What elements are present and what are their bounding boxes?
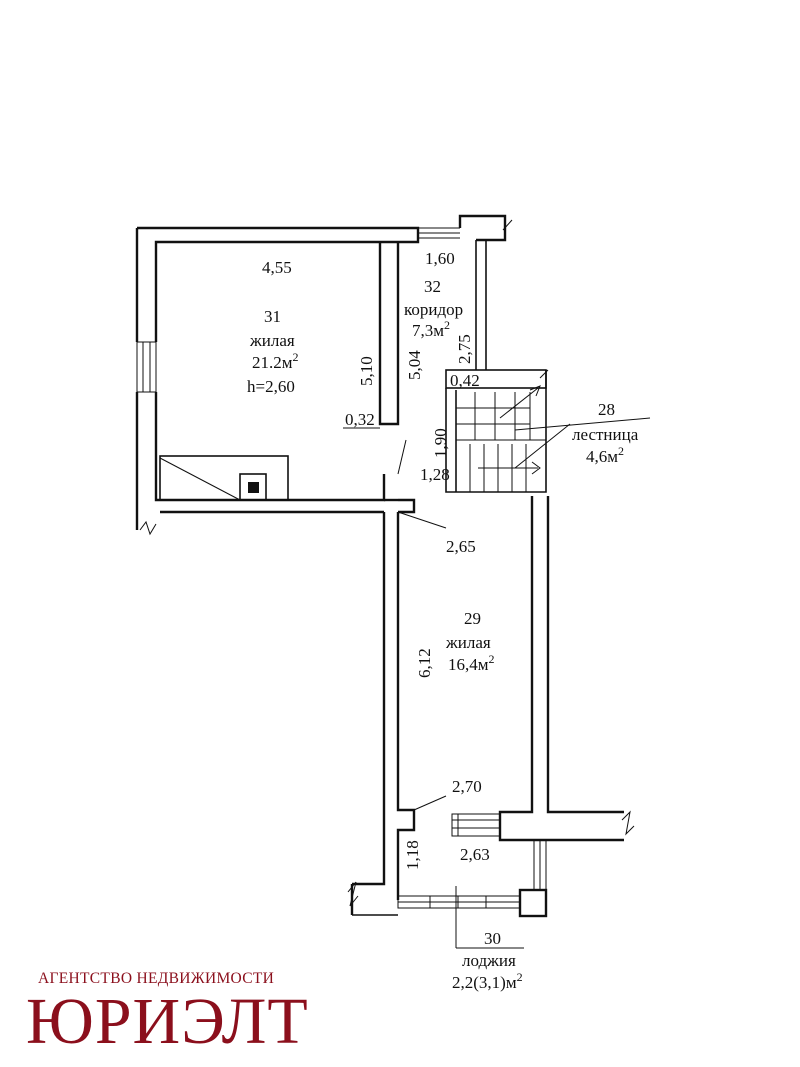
loggia-30 — [347, 839, 548, 948]
room-31-number: 31 — [264, 307, 281, 326]
room-29-type: жилая — [445, 633, 491, 652]
dim-5-10: 5,10 — [357, 356, 376, 386]
dim-2-65: 2,65 — [446, 537, 476, 556]
room-31-type: жилая — [249, 331, 295, 350]
room-31-height: h=2,60 — [247, 377, 295, 396]
dim-5-04: 5,04 — [405, 350, 424, 380]
dim-2-63: 2,63 — [460, 845, 490, 864]
brand-logo: ЮРИЭЛТ — [26, 985, 309, 1058]
dim-1-18: 1,18 — [403, 840, 422, 870]
walls-room-29 — [352, 496, 635, 900]
stair-28 — [445, 369, 651, 493]
dim-0-32: 0,32 — [345, 410, 375, 429]
room-28-number: 28 — [598, 400, 615, 419]
room-32-number: 32 — [424, 277, 441, 296]
room-31-area: 21.2м2 — [252, 350, 299, 372]
dim-2-75: 2,75 — [455, 334, 474, 364]
room-30-type: лоджия — [462, 951, 516, 970]
room-29-area: 16,4м2 — [448, 652, 495, 674]
brand-tagline: АГЕНТСТВО НЕДВИЖИМОСТИ — [38, 970, 275, 987]
dim-1-60: 1,60 — [425, 249, 455, 268]
room-28-area: 4,6м2 — [586, 444, 624, 466]
dim-2-70: 2,70 — [452, 777, 482, 796]
room-30-area: 2,2(3,1)м2 — [452, 970, 523, 992]
walls-room-31 — [135, 226, 420, 536]
dim-1-90: 1,90 — [431, 428, 450, 458]
room-28-type: лестница — [572, 425, 639, 444]
room-30-number: 30 — [484, 929, 501, 948]
room-32-type: коридор — [404, 300, 463, 319]
dim-6-12: 6,12 — [415, 648, 434, 678]
walls-corridor-32 — [397, 214, 513, 475]
room-29-number: 29 — [464, 609, 481, 628]
dim-0-42: 0,42 — [450, 371, 480, 390]
dim-1-28: 1,28 — [420, 465, 450, 484]
room-32-area: 7,3м2 — [412, 318, 450, 340]
dim-4-55: 4,55 — [262, 258, 292, 277]
